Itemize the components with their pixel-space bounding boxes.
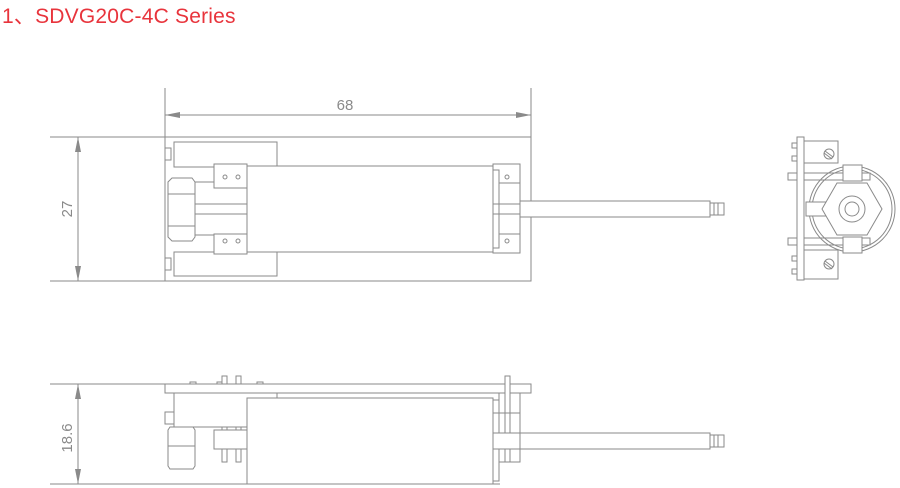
dimension-width-label: 27 <box>59 201 76 218</box>
output-shaft <box>519 200 725 218</box>
drawing-title: 1、SDVG20C-4C Series <box>2 5 236 28</box>
front-view: 18.6 <box>50 375 725 485</box>
hex-nut-end <box>821 182 883 236</box>
screw-block-bottom <box>803 249 839 280</box>
mount-plate <box>796 136 805 281</box>
terminal-top <box>164 147 172 161</box>
top-view: 68 27 <box>50 88 725 282</box>
hex-nut-side <box>167 426 196 470</box>
bracket-right <box>492 163 521 254</box>
dimension-width: 27 <box>50 136 165 282</box>
base-plate-edge <box>164 383 532 394</box>
terminal-bottom <box>164 257 172 271</box>
dimension-length: 68 <box>164 88 532 137</box>
clip-side <box>213 429 248 450</box>
side-view <box>787 136 896 281</box>
screw-block-top <box>803 140 839 164</box>
output-shaft-side <box>519 432 725 450</box>
connector-block-bottom <box>173 251 278 277</box>
dimension-length-label: 68 <box>337 97 354 114</box>
dimension-height-label: 18.6 <box>59 423 76 452</box>
screw-icon-bottom <box>823 258 835 270</box>
motor-body-side <box>246 397 494 485</box>
hex-nut <box>167 177 196 242</box>
connector-block-top <box>173 141 278 168</box>
clip-top-left <box>213 163 248 189</box>
clip-bottom-left <box>213 233 248 255</box>
screw-icon-top <box>823 148 835 160</box>
dimension-height: 18.6 <box>50 383 165 485</box>
motor-body <box>246 165 494 253</box>
